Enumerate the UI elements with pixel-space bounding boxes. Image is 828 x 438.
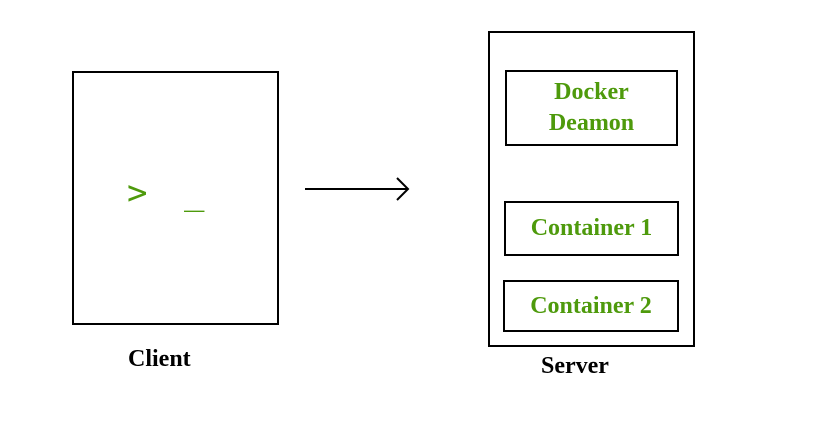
docker-daemon-box: Docker Deamon: [505, 70, 678, 146]
terminal-prompt-icon: > _: [127, 173, 213, 213]
arrow-right-icon: [305, 177, 410, 201]
daemon-label-line1: Docker: [554, 79, 629, 105]
container-1-label: Container 1: [530, 215, 653, 241]
container-2-box: Container 2: [503, 280, 679, 332]
container-1-box: Container 1: [504, 201, 679, 256]
server-label: Server: [541, 353, 609, 379]
client-label: Client: [128, 346, 191, 372]
container-2-label: Container 2: [530, 292, 652, 319]
daemon-label-line2: Deamon: [548, 110, 635, 136]
client-box: [72, 71, 279, 325]
